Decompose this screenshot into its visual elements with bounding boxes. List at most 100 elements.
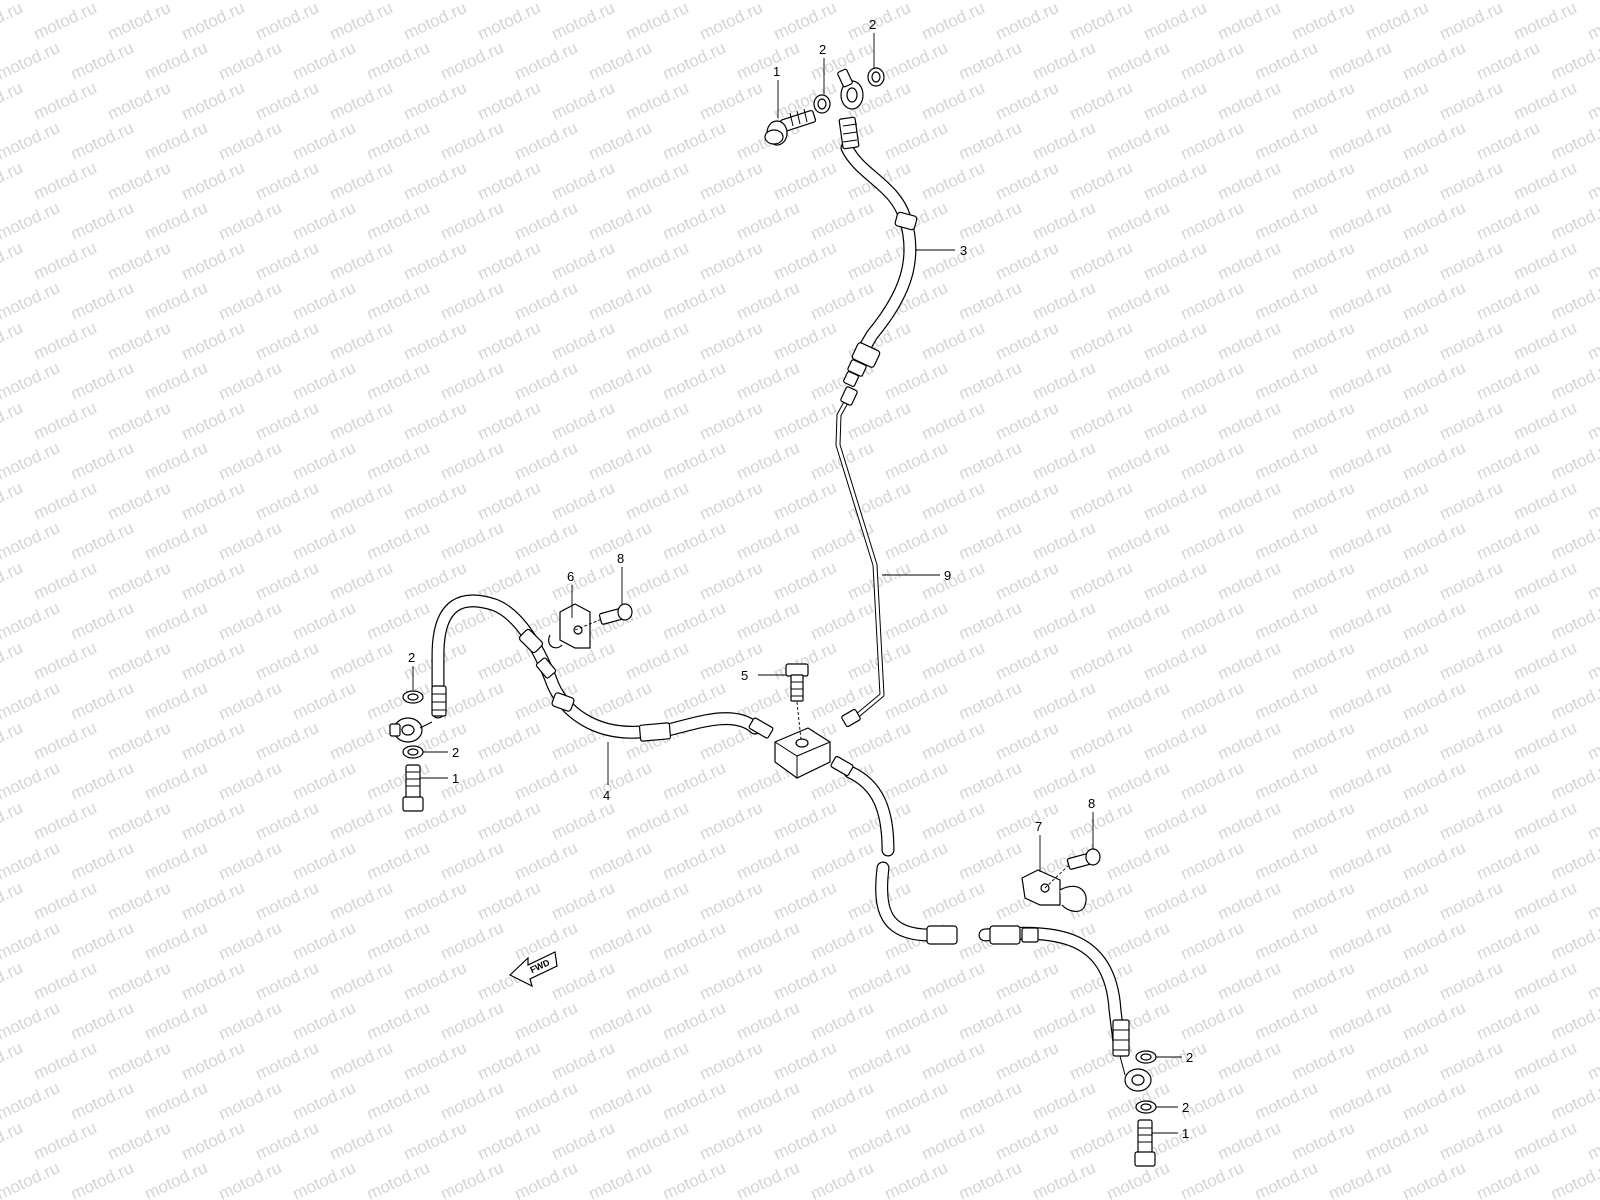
watermark-text: motod.ru	[0, 958, 25, 1004]
watermark-text: motod.ru	[1178, 518, 1247, 564]
watermark-text: motod.ru	[1585, 0, 1600, 44]
watermark-text: motod.ru	[142, 678, 211, 724]
watermark-text: motod.ru	[105, 958, 174, 1004]
watermark-text: motod.ru	[216, 758, 285, 804]
watermark-text: motod.ru	[68, 198, 137, 244]
watermark-text: motod.ru	[512, 1078, 581, 1124]
watermark-text: motod.ru	[1289, 158, 1358, 204]
watermark-text: motod.ru	[0, 438, 62, 484]
watermark-text: motod.ru	[956, 678, 1025, 724]
watermark-text: motod.ru	[290, 598, 359, 644]
watermark-text: motod.ru	[771, 238, 840, 284]
watermark-text: motod.ru	[31, 398, 100, 444]
watermark-text: motod.ru	[1326, 118, 1395, 164]
watermark-text: motod.ru	[1215, 478, 1284, 524]
watermark-text: motod.ru	[623, 0, 692, 44]
watermark-text: motod.ru	[105, 398, 174, 444]
watermark-text: motod.ru	[327, 798, 396, 844]
watermark-text: motod.ru	[1252, 1158, 1321, 1200]
watermark-text: motod.ru	[68, 758, 137, 804]
watermark-text: motod.ru	[142, 838, 211, 884]
watermark-text: motod.ru	[1252, 0, 1321, 4]
watermark-text: motod.ru	[1326, 0, 1395, 4]
watermark-text: motod.ru	[142, 1078, 211, 1124]
watermark-text: motod.ru	[623, 398, 692, 444]
top-washer-a	[813, 94, 831, 114]
watermark-text: motod.ru	[1511, 478, 1580, 524]
watermark-text: motod.ru	[1215, 318, 1284, 364]
watermark-text: motod.ru	[0, 238, 25, 284]
watermark-text: motod.ru	[697, 558, 766, 604]
watermark-text: motod.ru	[290, 438, 359, 484]
watermark-text: motod.ru	[1585, 238, 1600, 284]
callout-2-left-b: 2	[452, 745, 459, 760]
watermark-text: motod.ru	[253, 558, 322, 604]
watermark-text: motod.ru	[697, 0, 766, 44]
watermark-text: motod.ru	[142, 758, 211, 804]
watermark-text: motod.ru	[0, 998, 62, 1044]
watermark-text: motod.ru	[808, 838, 877, 884]
watermark-text: motod.ru	[1030, 998, 1099, 1044]
watermark-text: motod.ru	[1474, 678, 1543, 724]
watermark-text: motod.ru	[1289, 398, 1358, 444]
watermark-text: motod.ru	[512, 278, 581, 324]
leader-lines	[412, 33, 1182, 1134]
watermark-text: motod.ru	[216, 358, 285, 404]
watermark-text: motod.ru	[105, 878, 174, 924]
watermark-text: motod.ru	[697, 318, 766, 364]
watermark-text: motod.ru	[956, 118, 1025, 164]
watermark-text: motod.ru	[290, 1078, 359, 1124]
watermark-text: motod.ru	[1104, 918, 1173, 964]
watermark-text: motod.ru	[1289, 558, 1358, 604]
watermark-text: motod.ru	[660, 838, 729, 884]
watermark-text: motod.ru	[660, 0, 729, 4]
watermark-text: motod.ru	[253, 398, 322, 444]
watermark-text: motod.ru	[882, 598, 951, 644]
watermark-text: motod.ru	[586, 198, 655, 244]
watermark-text: motod.ru	[0, 518, 62, 564]
left-banjo-bolt	[402, 764, 424, 812]
watermark-text: motod.ru	[1178, 998, 1247, 1044]
watermark-text: motod.ru	[31, 558, 100, 604]
watermark-text: motod.ru	[1548, 118, 1600, 164]
watermark-text: motod.ru	[1511, 398, 1580, 444]
watermark-text: motod.ru	[1437, 798, 1506, 844]
watermark-text: motod.ru	[364, 438, 433, 484]
watermark-text: motod.ru	[697, 478, 766, 524]
watermark-text: motod.ru	[1548, 38, 1600, 84]
watermark-text: motod.ru	[882, 998, 951, 1044]
watermark-text: motod.ru	[1363, 478, 1432, 524]
watermark-text: motod.ru	[1400, 838, 1469, 884]
watermark-text: motod.ru	[1326, 518, 1395, 564]
watermark-text: motod.ru	[438, 1158, 507, 1200]
callout-1-top: 1	[773, 64, 780, 79]
watermark-text: motod.ru	[1289, 1118, 1358, 1164]
watermark-text: motod.ru	[882, 118, 951, 164]
watermark-text: motod.ru	[771, 1038, 840, 1084]
callout-2-right-a: 2	[1186, 1050, 1193, 1065]
watermark-text: motod.ru	[993, 238, 1062, 284]
watermark-text: motod.ru	[1141, 478, 1210, 524]
watermark-text: motod.ru	[697, 398, 766, 444]
watermark-text: motod.ru	[1030, 598, 1099, 644]
watermark-text: motod.ru	[1474, 1078, 1543, 1124]
watermark-text: motod.ru	[364, 358, 433, 404]
watermark-text: motod.ru	[68, 918, 137, 964]
watermark-text: motod.ru	[0, 358, 62, 404]
watermark-text: motod.ru	[1400, 198, 1469, 244]
watermark-text: motod.ru	[1548, 1158, 1600, 1200]
watermark-text: motod.ru	[1511, 78, 1580, 124]
watermark-text: motod.ru	[216, 998, 285, 1044]
watermark-text: motod.ru	[253, 238, 322, 284]
callout-9: 9	[944, 568, 951, 583]
watermark-text: motod.ru	[882, 0, 951, 4]
watermark-text: motod.ru	[68, 678, 137, 724]
watermark-text: motod.ru	[1511, 0, 1580, 44]
watermark-text: motod.ru	[549, 558, 618, 604]
watermark-text: motod.ru	[1548, 598, 1600, 644]
watermark-text: motod.ru	[734, 198, 803, 244]
watermark-text: motod.ru	[1363, 1118, 1432, 1164]
watermark-text: motod.ru	[179, 398, 248, 444]
watermark-text: motod.ru	[475, 318, 544, 364]
watermark-text: motod.ru	[956, 758, 1025, 804]
